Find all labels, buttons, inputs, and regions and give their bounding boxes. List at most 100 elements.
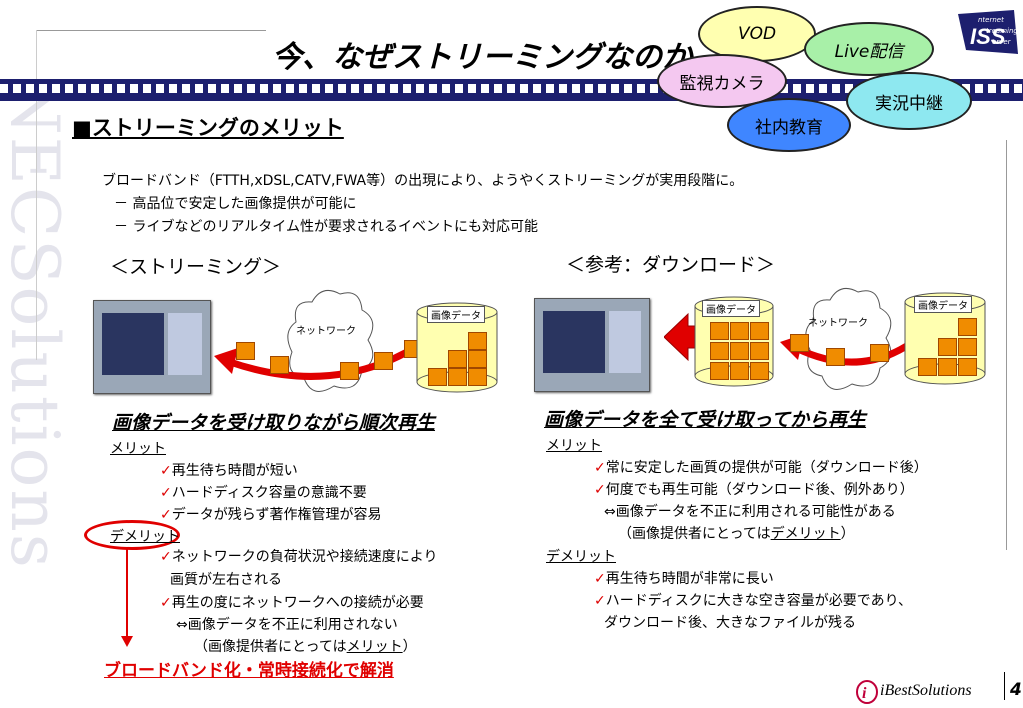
right-b-block-5 — [938, 358, 957, 376]
left-heading: ＜ストリーミング＞ — [110, 256, 282, 278]
left-network-label: ネットワーク — [296, 326, 356, 337]
left-player-screenshot — [93, 300, 211, 394]
footer-divider — [1004, 672, 1005, 700]
right-heading: ＜参考：ダウンロード＞ — [566, 254, 776, 276]
left-demerit-1-line1: ネットワークの負荷状況や接続速度により — [171, 549, 438, 565]
right-b-block-4 — [918, 358, 937, 376]
check-icon: ✓ — [160, 595, 172, 611]
check-icon: ✓ — [594, 460, 606, 476]
check-icon: ✓ — [160, 463, 172, 479]
left-packet-2 — [270, 356, 289, 374]
check-icon: ✓ — [594, 593, 606, 609]
right-data-label-a: 画像データ — [702, 300, 760, 317]
check-icon: ✓ — [160, 507, 172, 523]
frame-line-left — [36, 30, 37, 360]
right-a-block-9 — [750, 362, 769, 380]
right-a-block-6 — [750, 342, 769, 360]
right-a-block-5 — [730, 342, 749, 360]
right-demerit-2: ✓ハードディスクに大きな空き容量が必要であり、 — [594, 590, 912, 610]
left-packet-4 — [374, 352, 393, 370]
right-a-block-8 — [730, 362, 749, 380]
right-demerit-2-text: ハードディスクに大きな空き容量が必要であり、 — [605, 593, 913, 609]
tag-broadcast: 実況中継 — [846, 72, 972, 130]
left-merit-1: ✓再生待ち時間が短い — [160, 460, 298, 480]
demerit-highlight-oval — [84, 520, 180, 550]
right-demerit-2-line2: ダウンロード後、大きなファイルが残る — [604, 615, 856, 631]
right-merit-2-line3: （画像提供者にとってはデメリット） — [618, 523, 855, 543]
section-heading: ■ストリーミングのメリット — [72, 116, 344, 140]
left-merit-2-text: ハードディスク容量の意識不要 — [171, 485, 367, 501]
left-demerit-2-line1: 再生の度にネットワークへの接続が必要 — [171, 595, 424, 611]
right-b-block-2 — [938, 338, 957, 356]
right-merit-1: ✓常に安定した画質の提供が可能（ダウンロード後） — [594, 457, 928, 477]
left-cyl-block-4 — [428, 368, 447, 386]
right-merit-2-text: 何度でも再生可能（ダウンロード後、例外あり） — [605, 482, 914, 498]
svg-text:ISS: ISS — [970, 24, 1006, 49]
right-player-screenshot — [534, 298, 650, 392]
page-title: 今、なぜストリーミングなのか — [272, 40, 692, 75]
right-data-label-b: 画像データ — [914, 296, 972, 313]
right-packet-2 — [826, 348, 845, 366]
check-icon: ✓ — [160, 549, 172, 565]
right-merit-label: メリット — [546, 438, 602, 454]
left-merit-3-text: データが残らず著作権管理が容易 — [171, 507, 382, 523]
left-cyl-block-3 — [468, 350, 487, 368]
red-arrow-line — [126, 548, 128, 638]
intro-line-3: － ライブなどのリアルタイム性が要求されるイベントにも対応可能 — [114, 219, 539, 235]
left-cyl-block-5 — [448, 368, 467, 386]
right-a-block-3 — [750, 322, 769, 340]
tag-camera-label: 監視カメラ — [679, 73, 765, 94]
brand-logo-icon: i — [856, 680, 878, 704]
right-merit-2-l3a: （画像提供者にとっては — [618, 526, 771, 542]
right-merit-2-line2: ⇔画像データを不正に利用される可能性がある — [604, 504, 896, 520]
check-icon: ✓ — [594, 482, 606, 498]
right-b-block-1 — [958, 318, 977, 336]
left-demerit-2-l3c: ） — [402, 639, 417, 655]
left-merit-2: ✓ハードディスク容量の意識不要 — [160, 482, 367, 502]
tag-live-label: Live配信 — [834, 41, 904, 62]
left-merit-1-text: 再生待ち時間が短い — [171, 463, 298, 479]
left-packet-3 — [340, 362, 359, 380]
check-icon: ✓ — [594, 571, 606, 587]
footer-brand: iBestSolutions — [880, 682, 972, 699]
svg-text:i: i — [862, 685, 867, 702]
right-demerit-1: ✓再生待ち時間が非常に長い — [594, 568, 774, 588]
right-demerit-label: デメリット — [546, 549, 616, 565]
intro-line-1: ブロードバンド（FTTH,xDSL,CATV,FWA等）の出現により、ようやくス… — [102, 173, 744, 189]
right-caption: 画像データを全て受け取ってから再生 — [544, 409, 867, 431]
right-a-block-4 — [710, 342, 729, 360]
left-demerit-1: ✓ネットワークの負荷状況や接続速度により — [160, 546, 437, 566]
intro-line-2: － 高品位で安定した画像提供が可能に — [114, 196, 357, 212]
left-demerit-1-cont: 画質が左右される — [170, 572, 282, 588]
red-arrow-head-icon — [121, 636, 133, 647]
right-merit-2-l3c: ） — [840, 526, 855, 542]
iss-logo: ISS nternet treaming erver — [958, 6, 1018, 58]
right-a-block-1 — [710, 322, 729, 340]
right-merit-2: ✓何度でも再生可能（ダウンロード後、例外あり） — [594, 479, 914, 499]
right-demerit-1-text: 再生待ち時間が非常に長い — [605, 571, 774, 587]
tag-education-label: 社内教育 — [755, 117, 823, 138]
left-demerit-2: ✓再生の度にネットワークへの接続が必要 — [160, 592, 424, 612]
tag-vod-label: VOD — [737, 24, 777, 44]
left-demerit-2-line2: ⇔画像データを不正に利用されない — [176, 617, 398, 633]
left-cyl-block-6 — [468, 368, 487, 386]
right-packet-1 — [790, 334, 809, 352]
right-rule — [1006, 140, 1007, 550]
right-a-block-2 — [730, 322, 749, 340]
right-merit-2-l3b: デメリット — [770, 526, 841, 542]
page-number: 4 — [1010, 680, 1022, 700]
left-caption: 画像データを受け取りながら順次再生 — [112, 412, 436, 434]
logo-line2: treaming — [986, 27, 1018, 35]
frame-line-top — [36, 30, 266, 31]
left-packet-1 — [236, 342, 255, 360]
tag-live: Live配信 — [804, 22, 934, 76]
left-merit-3: ✓データが残らず著作権管理が容易 — [160, 504, 381, 524]
tag-education: 社内教育 — [727, 98, 851, 152]
watermark-text: NECSolutions — [0, 77, 73, 570]
left-cyl-block-1 — [468, 332, 487, 350]
left-demerit-2-l3b: メリット — [346, 639, 403, 655]
tag-broadcast-label: 実況中継 — [875, 93, 943, 114]
iss-logo-mark: ISS — [958, 10, 1018, 54]
check-icon: ✓ — [160, 485, 172, 501]
right-a-block-7 — [710, 362, 729, 380]
